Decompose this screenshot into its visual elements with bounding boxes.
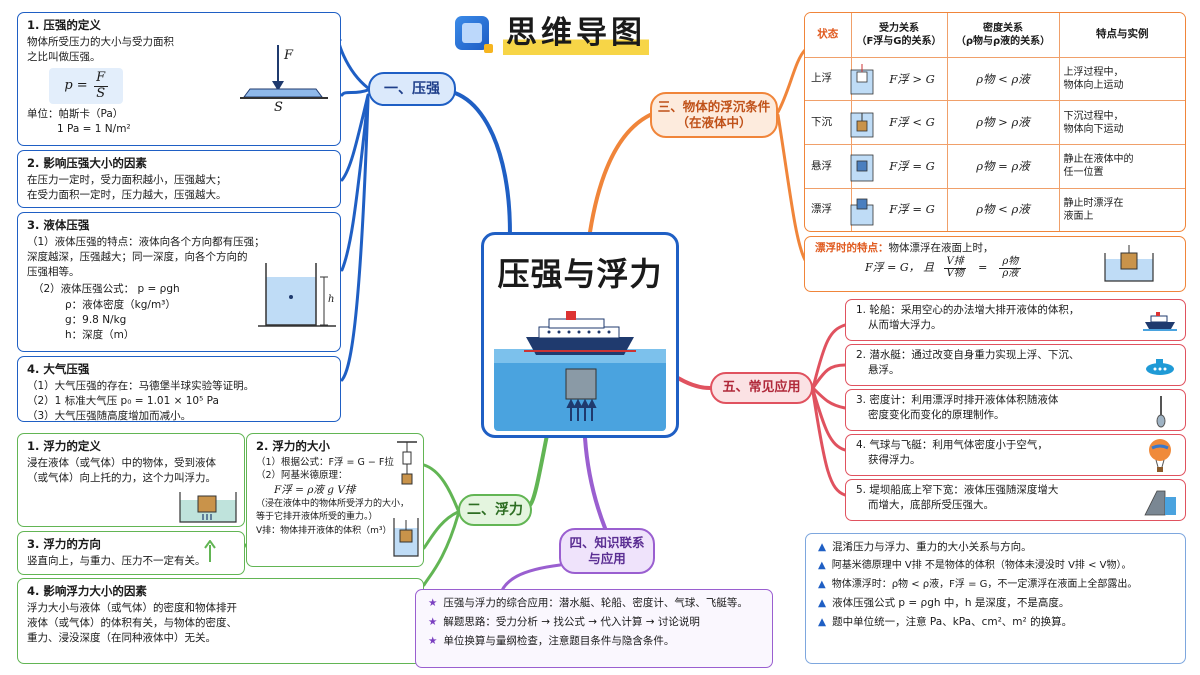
dam-icon bbox=[1144, 490, 1176, 516]
triangle-bullet-icon: ▲ bbox=[818, 560, 826, 572]
floating-object-icon bbox=[850, 198, 874, 225]
float-conditions-table: 状态 受力关系 （F浮与G的关系） 密度关系 （ρ物与ρ液的关系） 特点与实例 … bbox=[805, 13, 1185, 231]
col-features: 特点与实例 bbox=[1058, 13, 1185, 58]
buoyancy-direction-box: 3. 浮力的方向 竖直向上，与重力、压力不一定有关。 bbox=[17, 531, 245, 575]
pressure-formula: p = F S bbox=[49, 68, 123, 105]
pressure-factors-box: 2. 影响压强大小的因素 在压力一定时，受力面积越小，压强越大； 在受力面积一定… bbox=[17, 150, 341, 208]
up-arrow-icon bbox=[204, 540, 216, 562]
liquid-pressure-box: 3. 液体压强 （1）液体压强的特点：液体向各个方向都有压强； 深度越深，压强越… bbox=[17, 212, 341, 352]
star-icon: ★ bbox=[428, 597, 438, 609]
star-icon: ★ bbox=[428, 635, 438, 648]
floating-feature-box: 漂浮时的特点：物体漂浮在液面上时， F浮 = G， 且 V排 V物 = ρ物 ρ… bbox=[804, 236, 1186, 292]
float-conditions-table-box: 状态 受力关系 （F浮与G的关系） 密度关系 （ρ物与ρ液的关系） 特点与实例 … bbox=[804, 12, 1186, 232]
table-row: 下沉 F浮 < G ρ物 > ρ液 下沉过程中， 物体向下运动 bbox=[805, 100, 1185, 145]
triangle-bullet-icon: ▲ bbox=[818, 541, 827, 553]
star-icon: ★ bbox=[428, 616, 438, 629]
balloon-icon bbox=[1149, 439, 1171, 472]
ship-in-water-illustration bbox=[494, 311, 666, 431]
table-row: 漂浮 F浮 = G ρ物 < ρ液 静止时漂浮在 液面上 bbox=[805, 187, 1185, 231]
header: 思维导图 bbox=[455, 10, 715, 56]
rising-object-icon bbox=[850, 63, 874, 94]
table-row: 悬浮 F浮 = G ρ物 = ρ液 静止在液体中的 任一位置 bbox=[805, 143, 1185, 189]
buoyancy-size-box: 2. 浮力的大小 （1）根据公式：F浮 = G − F拉 （2）阿基米德原理： … bbox=[246, 433, 424, 567]
ship-icon bbox=[1143, 312, 1177, 331]
atmospheric-pressure-box: 4. 大气压强 （1）大气压强的存在：马德堡半球实验等证明。 （2）1 标准大气… bbox=[17, 356, 341, 422]
buoyancy-tank-icon bbox=[179, 492, 237, 523]
branch-float-conditions[interactable]: 三、物体的浮沉条件 （在液体中） bbox=[650, 92, 778, 138]
floating-tank-icon bbox=[1104, 245, 1154, 282]
branch-pressure[interactable]: 一、压强 bbox=[368, 72, 456, 106]
mindmap-logo-icon bbox=[455, 16, 493, 53]
knowledge-links-box: ★压强与浮力的综合应用：潜水艇、轮船、密度计、气球、飞艇等。 ★解题思路：受力分… bbox=[415, 589, 773, 668]
application-item: 2. 潜水艇：通过改变自身重力实现上浮、下沉、 悬浮。 bbox=[845, 344, 1186, 386]
archimedes-tank-icon bbox=[393, 518, 419, 557]
pressure-definition-box: 1. 压强的定义 物体所受压力的大小与受力面积 之比叫做压强。 p = F S … bbox=[17, 12, 341, 146]
sinking-object-icon bbox=[850, 112, 874, 138]
pressure-diagram-icon bbox=[240, 45, 328, 99]
triangle-bullet-icon: ▲ bbox=[818, 597, 827, 610]
branch-buoyancy[interactable]: 二、浮力 bbox=[458, 494, 532, 526]
spring-scale-icon bbox=[397, 441, 417, 485]
col-force: 受力关系 （F浮与G的关系） bbox=[850, 13, 948, 58]
application-item: 1. 轮船：采用空心的办法增大排开液体的体积， 从而增大浮力。 bbox=[845, 299, 1186, 341]
col-state: 状态 bbox=[805, 13, 852, 58]
branch-knowledge-links[interactable]: 四、知识联系 与应用 bbox=[559, 528, 655, 574]
application-item: 3. 密度计：利用漂浮时排开液体体积随液体 密度变化而变化的原理制作。 bbox=[845, 389, 1186, 431]
suspended-object-icon bbox=[850, 154, 874, 182]
application-item: 4. 气球与飞艇：利用气体密度小于空气， 获得浮力。 bbox=[845, 434, 1186, 476]
center-topic: 压强与浮力 bbox=[481, 232, 679, 438]
hydrometer-icon bbox=[1156, 396, 1166, 428]
common-mistakes-box: ▲混淆压力与浮力、重力的大小关系与方向。 ▲阿基米德原理中 V排 不是物体的体积… bbox=[805, 533, 1186, 664]
branch-applications[interactable]: 五、常见应用 bbox=[710, 372, 813, 404]
page-title: 思维导图 bbox=[503, 10, 649, 56]
center-title: 压强与浮力 bbox=[497, 255, 663, 293]
triangle-bullet-icon: ▲ bbox=[818, 578, 826, 590]
table-row: 上浮 F浮 > G ρ物 < ρ液 上浮过程中， 物体向上运动 bbox=[805, 56, 1185, 102]
application-item: 5. 堤坝船底上窄下宽：液体压强随深度增大 而增大，底部所受压强大。 bbox=[845, 479, 1186, 521]
submarine-icon bbox=[1146, 359, 1174, 375]
col-density: 密度关系 （ρ物与ρ液的关系） bbox=[946, 13, 1060, 58]
buoyancy-factors-box: 4. 影响浮力大小的因素 浮力大小与液体（或气体）的密度和物体排开 液体（或气体… bbox=[17, 578, 424, 664]
triangle-bullet-icon: ▲ bbox=[818, 616, 827, 629]
buoyancy-definition-box: 1. 浮力的定义 浸在液体（或气体）中的物体，受到液体 （或气体）向上托的力，这… bbox=[17, 433, 245, 527]
liquid-container-icon bbox=[258, 263, 336, 327]
